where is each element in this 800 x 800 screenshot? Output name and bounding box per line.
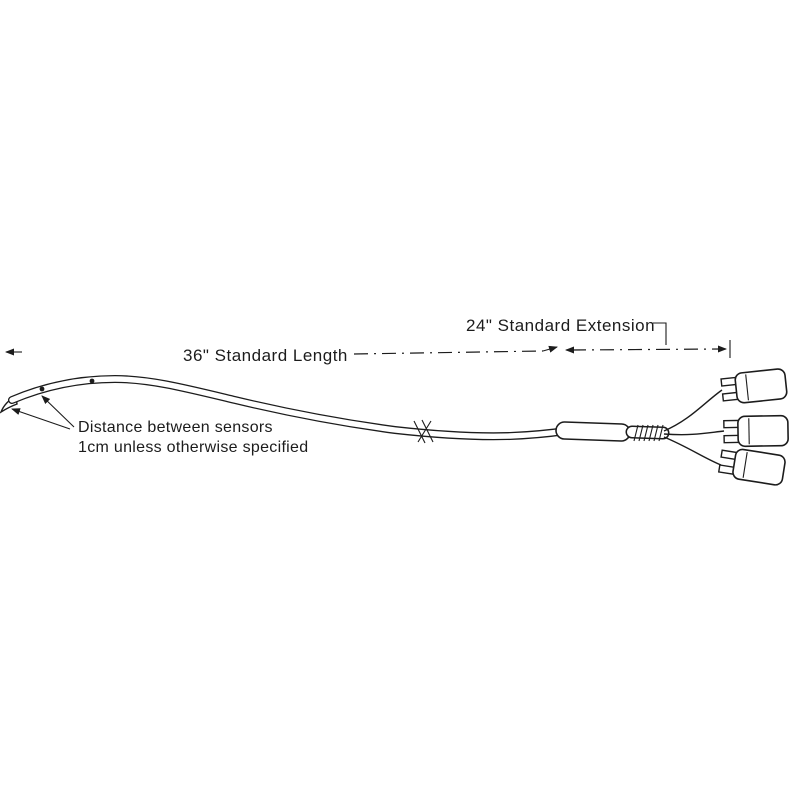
sensor-note-arrow-tip <box>11 408 71 430</box>
connector-body <box>734 368 788 404</box>
connector-bottom <box>717 448 786 486</box>
connector-body <box>737 414 789 448</box>
extension-dimension: 24" Standard Extension <box>466 316 731 358</box>
wrapped-band <box>625 424 670 442</box>
sensor-note-line2: 1cm unless otherwise specified <box>78 439 308 456</box>
lead-wire-middle <box>663 430 725 436</box>
lead-wire-top <box>663 389 723 432</box>
length-right-arrow-icon <box>542 345 558 353</box>
length-dimension: 36" Standard Length <box>5 345 558 365</box>
connector-middle <box>723 414 789 448</box>
sensor-note-line1: Distance between sensors <box>78 419 273 436</box>
connector-seam <box>742 452 748 478</box>
length-dimension-line <box>353 350 544 355</box>
extension-dimension-label: 24" Standard Extension <box>466 316 655 335</box>
probe-assembly <box>0 374 725 466</box>
connector-seam <box>745 374 749 401</box>
extension-leader-bracket <box>653 322 667 345</box>
connector-top <box>720 368 788 404</box>
sensor-note: Distance between sensors 1cm unless othe… <box>11 395 308 456</box>
sensor-dot <box>89 378 95 384</box>
connector-body <box>732 448 786 486</box>
lead-wires <box>663 389 725 466</box>
cable-wrap <box>413 419 434 444</box>
extension-dimension-line <box>571 348 723 351</box>
sensor-note-arrow-dot <box>41 395 75 428</box>
length-dimension-label: 36" Standard Length <box>183 346 348 365</box>
lead-wire-bottom <box>663 436 722 466</box>
sensor-dot <box>39 386 45 392</box>
splice-sleeve <box>555 421 631 442</box>
